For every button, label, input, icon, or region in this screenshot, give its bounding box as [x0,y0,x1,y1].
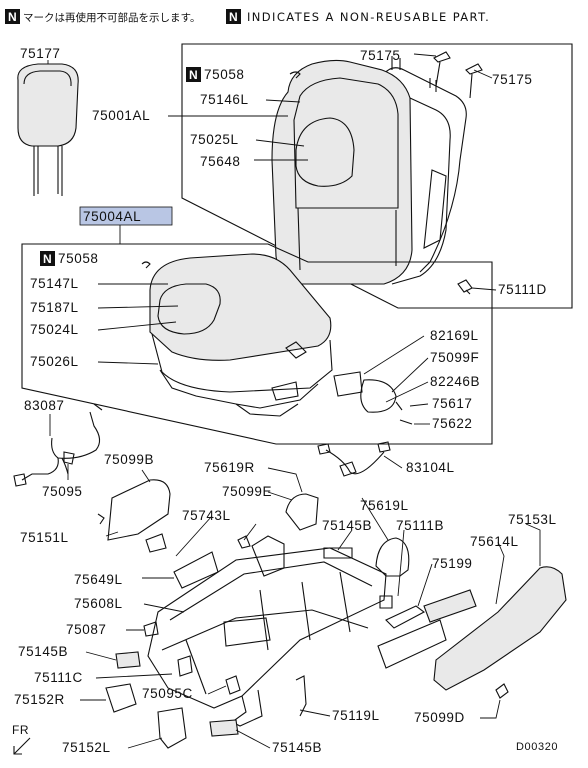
part-label-75175-left[interactable]: 75175 [360,48,401,63]
front-direction-label: FR [12,723,29,737]
part-label-75187L[interactable]: 75187L [30,300,79,315]
part-label-75025L[interactable]: 75025L [190,132,239,147]
part-label-75004AL[interactable]: 75004AL [83,209,141,224]
svg-text:N: N [8,10,17,24]
part-label-75619R[interactable]: 75619R [204,460,255,475]
part-label-75099D[interactable]: 75099D [414,710,465,725]
part-label-75622[interactable]: 75622 [432,416,473,431]
part-label-75145B-bottom[interactable]: 75145B [272,740,322,755]
svg-text:N: N [43,252,52,266]
part-label-75648[interactable]: 75648 [200,154,241,169]
harness-83087-drawing [13,403,103,487]
part-label-75145B-left[interactable]: 75145B [18,644,68,659]
part-label-75099E[interactable]: 75099E [222,484,272,499]
part-label-75199[interactable]: 75199 [432,556,473,571]
part-label-75095[interactable]: 75095 [42,484,83,499]
cushion-group-box [21,243,493,445]
brackets-drawing [285,493,567,699]
part-label-75001AL[interactable]: 75001AL [92,108,150,123]
drawing-code: D00320 [516,741,558,753]
seatback-group-box [181,43,573,309]
part-label-75058-cushion[interactable]: 75058 [58,251,99,266]
header-note: N マークは再使用不可部品を示します。 N INDICATES A NON-RE… [5,9,490,24]
part-label-75152R[interactable]: 75152R [14,692,65,707]
part-label-75743L[interactable]: 75743L [182,508,231,523]
leader-lines [49,53,541,749]
clip-75095 [63,451,75,465]
svg-text:N: N [229,10,238,24]
harness-83104L-drawing [317,441,391,477]
cushion-drawing [149,253,333,417]
non-reusable-badge-75058-back: 75058 N [186,67,201,82]
part-label-82246B[interactable]: 82246B [430,374,480,389]
front-direction-arrow [13,737,31,755]
part-label-75087[interactable]: 75087 [66,622,107,637]
part-label-75095C[interactable]: 75095C [142,686,193,701]
part-label-75177[interactable]: 75177 [20,46,61,61]
part-label-75145B-upper[interactable]: 75145B [322,518,372,533]
part-label-75099F[interactable]: 75099F [430,350,479,365]
part-label-75026L[interactable]: 75026L [30,354,79,369]
part-label-75099B[interactable]: 75099B [104,452,154,467]
non-reusable-badge-jp: N [5,9,20,24]
lower-frame-drawing [97,479,387,727]
part-label-82169L[interactable]: 82169L [430,328,479,343]
part-label-75649L[interactable]: 75649L [74,572,123,587]
cushion-side-parts [141,261,413,425]
part-label-75619L[interactable]: 75619L [360,498,409,513]
part-label-75608L[interactable]: 75608L [74,596,123,611]
part-label-75614L[interactable]: 75614L [470,534,519,549]
note-english: INDICATES A NON-REUSABLE PART. [247,10,490,24]
part-label-75058-back[interactable]: 75058 [204,67,245,82]
svg-text:N: N [189,68,198,82]
seatback-drawing [271,56,467,285]
part-labels: 75177 75001AL 75058 N 75058 75146L 75025… [14,46,557,755]
part-label-75111D[interactable]: 75111D [498,282,547,297]
part-label-75111C[interactable]: 75111C [34,670,83,685]
part-label-75175-right[interactable]: 75175 [492,72,533,87]
highlight-75004AL [79,206,173,226]
part-label-75119L[interactable]: 75119L [332,708,380,723]
part-label-83104L[interactable]: 83104L [406,460,455,475]
note-japanese: マークは再使用不可部品を示します。 [23,11,200,24]
part-label-75147L[interactable]: 75147L [30,276,79,291]
headrest-drawing [17,63,79,196]
non-reusable-badge-en: N [226,9,241,24]
part-label-75111B[interactable]: 75111B [396,518,444,533]
part-label-75617[interactable]: 75617 [432,396,473,411]
part-label-75024L[interactable]: 75024L [30,322,79,337]
part-label-75151L[interactable]: 75151L [20,530,69,545]
part-label-75146L[interactable]: 75146L [200,92,249,107]
part-label-83087[interactable]: 83087 [24,398,65,413]
part-label-75152L[interactable]: 75152L [62,740,111,755]
non-reusable-badge-75058-cushion: N [40,251,55,266]
part-label-75153L[interactable]: 75153L [508,512,557,527]
misc-parts-drawing [105,621,307,749]
